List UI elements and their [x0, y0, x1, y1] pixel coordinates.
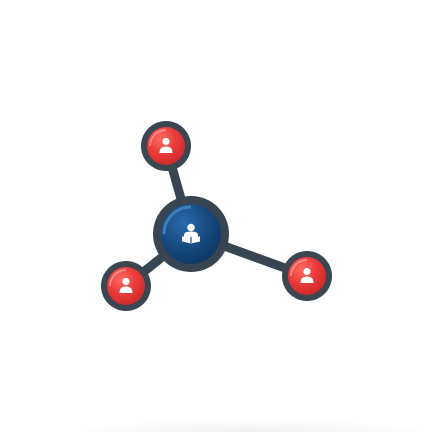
node-top: [141, 121, 191, 171]
ground-shadow: [60, 418, 432, 432]
node-right: [282, 251, 332, 301]
user-icon: [300, 267, 314, 283]
node-left: [101, 261, 151, 311]
hub-node: [153, 196, 229, 272]
user-icon: [119, 277, 133, 293]
reader-person-icon: [182, 223, 200, 244]
user-icon: [159, 137, 173, 153]
